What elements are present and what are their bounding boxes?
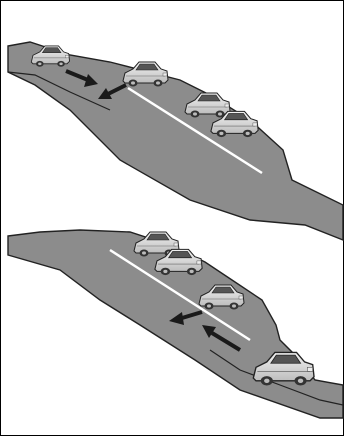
highway-merge-exit-illustration	[0, 0, 344, 436]
diagram-frame	[0, 0, 344, 436]
